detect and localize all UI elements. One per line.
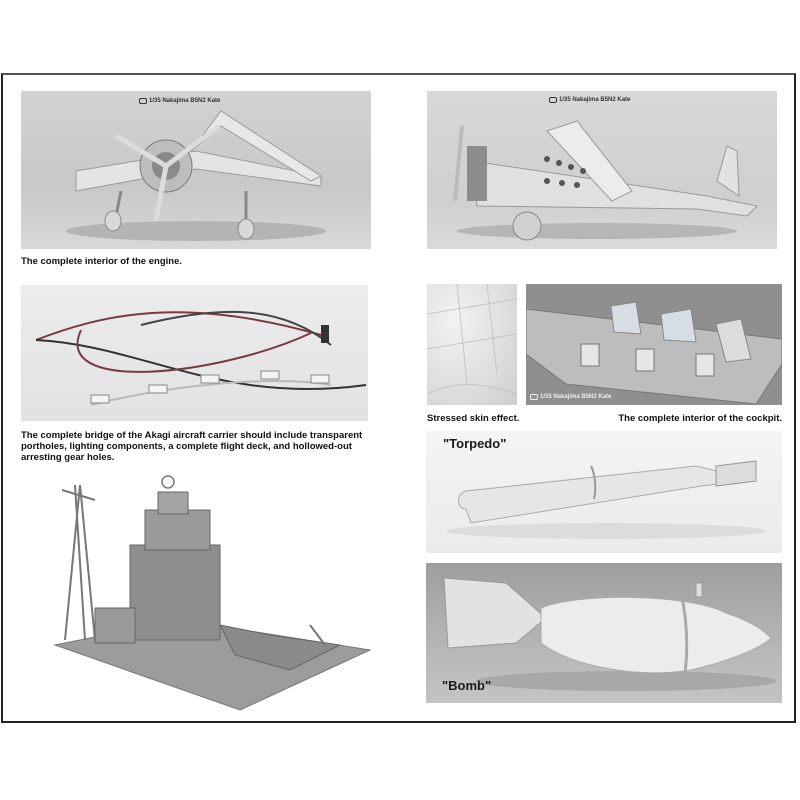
stressed-skin-caption: Stressed skin effect. xyxy=(427,413,520,424)
engine-view-image: 1/35 Nakajima B5N2 Kate xyxy=(21,91,371,249)
brand-logo-icon xyxy=(549,97,557,103)
aircraft-side-illustration xyxy=(453,120,759,241)
torpedo-label: "Torpedo" xyxy=(443,436,507,451)
brand-logo-icon xyxy=(530,394,538,400)
bomb-illustration xyxy=(443,577,776,691)
aircraft-front-illustration xyxy=(66,110,326,241)
torpedo-image: "Torpedo" xyxy=(426,431,782,553)
lighting-components-image xyxy=(21,285,368,421)
skin-panel-lines xyxy=(427,284,517,395)
watermark: 1/35 Nakajima B5N2 Kate xyxy=(549,97,630,103)
cockpit-interior-image: 1/35 Nakajima B5N2 Kate xyxy=(526,284,782,405)
bomb-label: "Bomb" xyxy=(442,678,492,693)
carrier-bridge-illustration xyxy=(53,475,372,711)
bomb-image: "Bomb" xyxy=(426,563,782,703)
carrier-bridge-image xyxy=(40,470,380,715)
watermark: 1/35 Nakajima B5N2 Kate xyxy=(530,394,611,400)
cockpit-caption: The complete interior of the cockpit. xyxy=(618,413,782,424)
engine-caption: The complete interior of the engine. xyxy=(21,256,182,267)
cockpit-cutaway-illustration xyxy=(526,301,782,405)
stressed-skin-image xyxy=(427,284,517,405)
torpedo-illustration xyxy=(446,460,766,539)
brand-logo-icon xyxy=(139,98,147,104)
side-view-image: 1/35 Nakajima B5N2 Kate xyxy=(427,91,777,249)
bridge-description-caption: The complete bridge of the Akagi aircraf… xyxy=(21,430,363,463)
watermark: 1/35 Nakajima B5N2 Kate xyxy=(139,98,220,104)
led-wires-illustration xyxy=(35,310,367,406)
